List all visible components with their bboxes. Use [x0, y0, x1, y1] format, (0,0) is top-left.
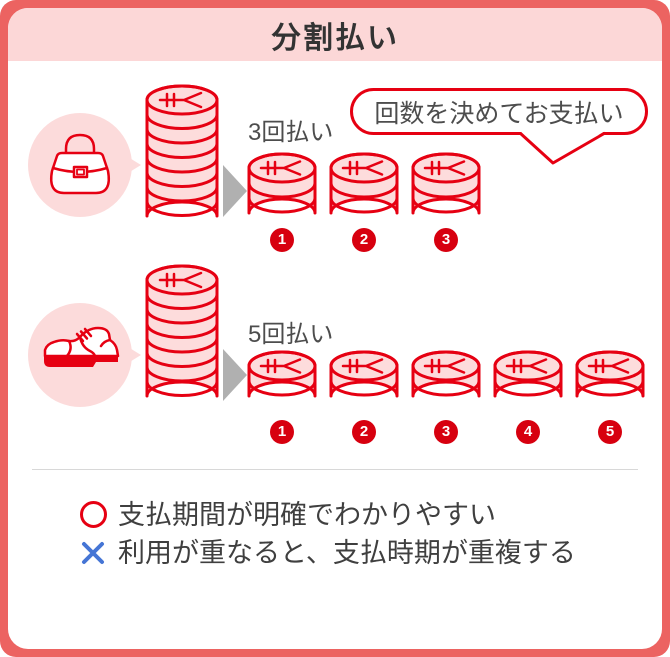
arrow-right-icon: [223, 165, 247, 217]
coin-stack-small: [246, 152, 318, 230]
circle-marker-icon: [80, 501, 107, 528]
speech-bubble: 回数を決めてお支払い: [350, 88, 648, 135]
installment-badge: 2: [352, 420, 376, 444]
handbag-icon: [24, 109, 144, 221]
coin-stack-large: [144, 84, 220, 232]
installment-badge: 3: [434, 420, 458, 444]
speech-bubble-tail: [518, 131, 606, 165]
arrow-right-icon: [223, 349, 247, 401]
coin-stack-small: [328, 350, 400, 413]
coin-stack-small: [246, 350, 318, 413]
card-header: 分割払い: [8, 8, 662, 61]
coin-stack-small: [492, 350, 564, 413]
shoe-icon: [24, 299, 144, 411]
coin-stack-small: [410, 152, 482, 230]
installment-badge: 3: [434, 228, 458, 252]
installment-badge: 1: [270, 228, 294, 252]
coin-stack-small: [574, 350, 646, 413]
coin-stack-small: [410, 350, 482, 413]
cross-marker-icon: [82, 542, 104, 564]
note-text-pro: 支払期間が明確でわかりやすい: [118, 500, 496, 530]
note-text-con: 利用が重なると、支払時期が重複する: [118, 538, 576, 568]
coin-stack-large: [144, 264, 220, 412]
installment-count-label: 5回払い: [248, 321, 334, 348]
coin-stack-small: [328, 152, 400, 230]
divider: [32, 469, 638, 470]
installment-count-label: 3回払い: [248, 119, 334, 146]
installment-badge: 5: [598, 420, 622, 444]
speech-bubble-text: 回数を決めてお支払い: [374, 99, 624, 128]
installment-badge: 4: [516, 420, 540, 444]
installment-badge: 2: [352, 228, 376, 252]
installment-badge: 1: [270, 420, 294, 444]
page-title: 分割払い: [271, 21, 399, 55]
